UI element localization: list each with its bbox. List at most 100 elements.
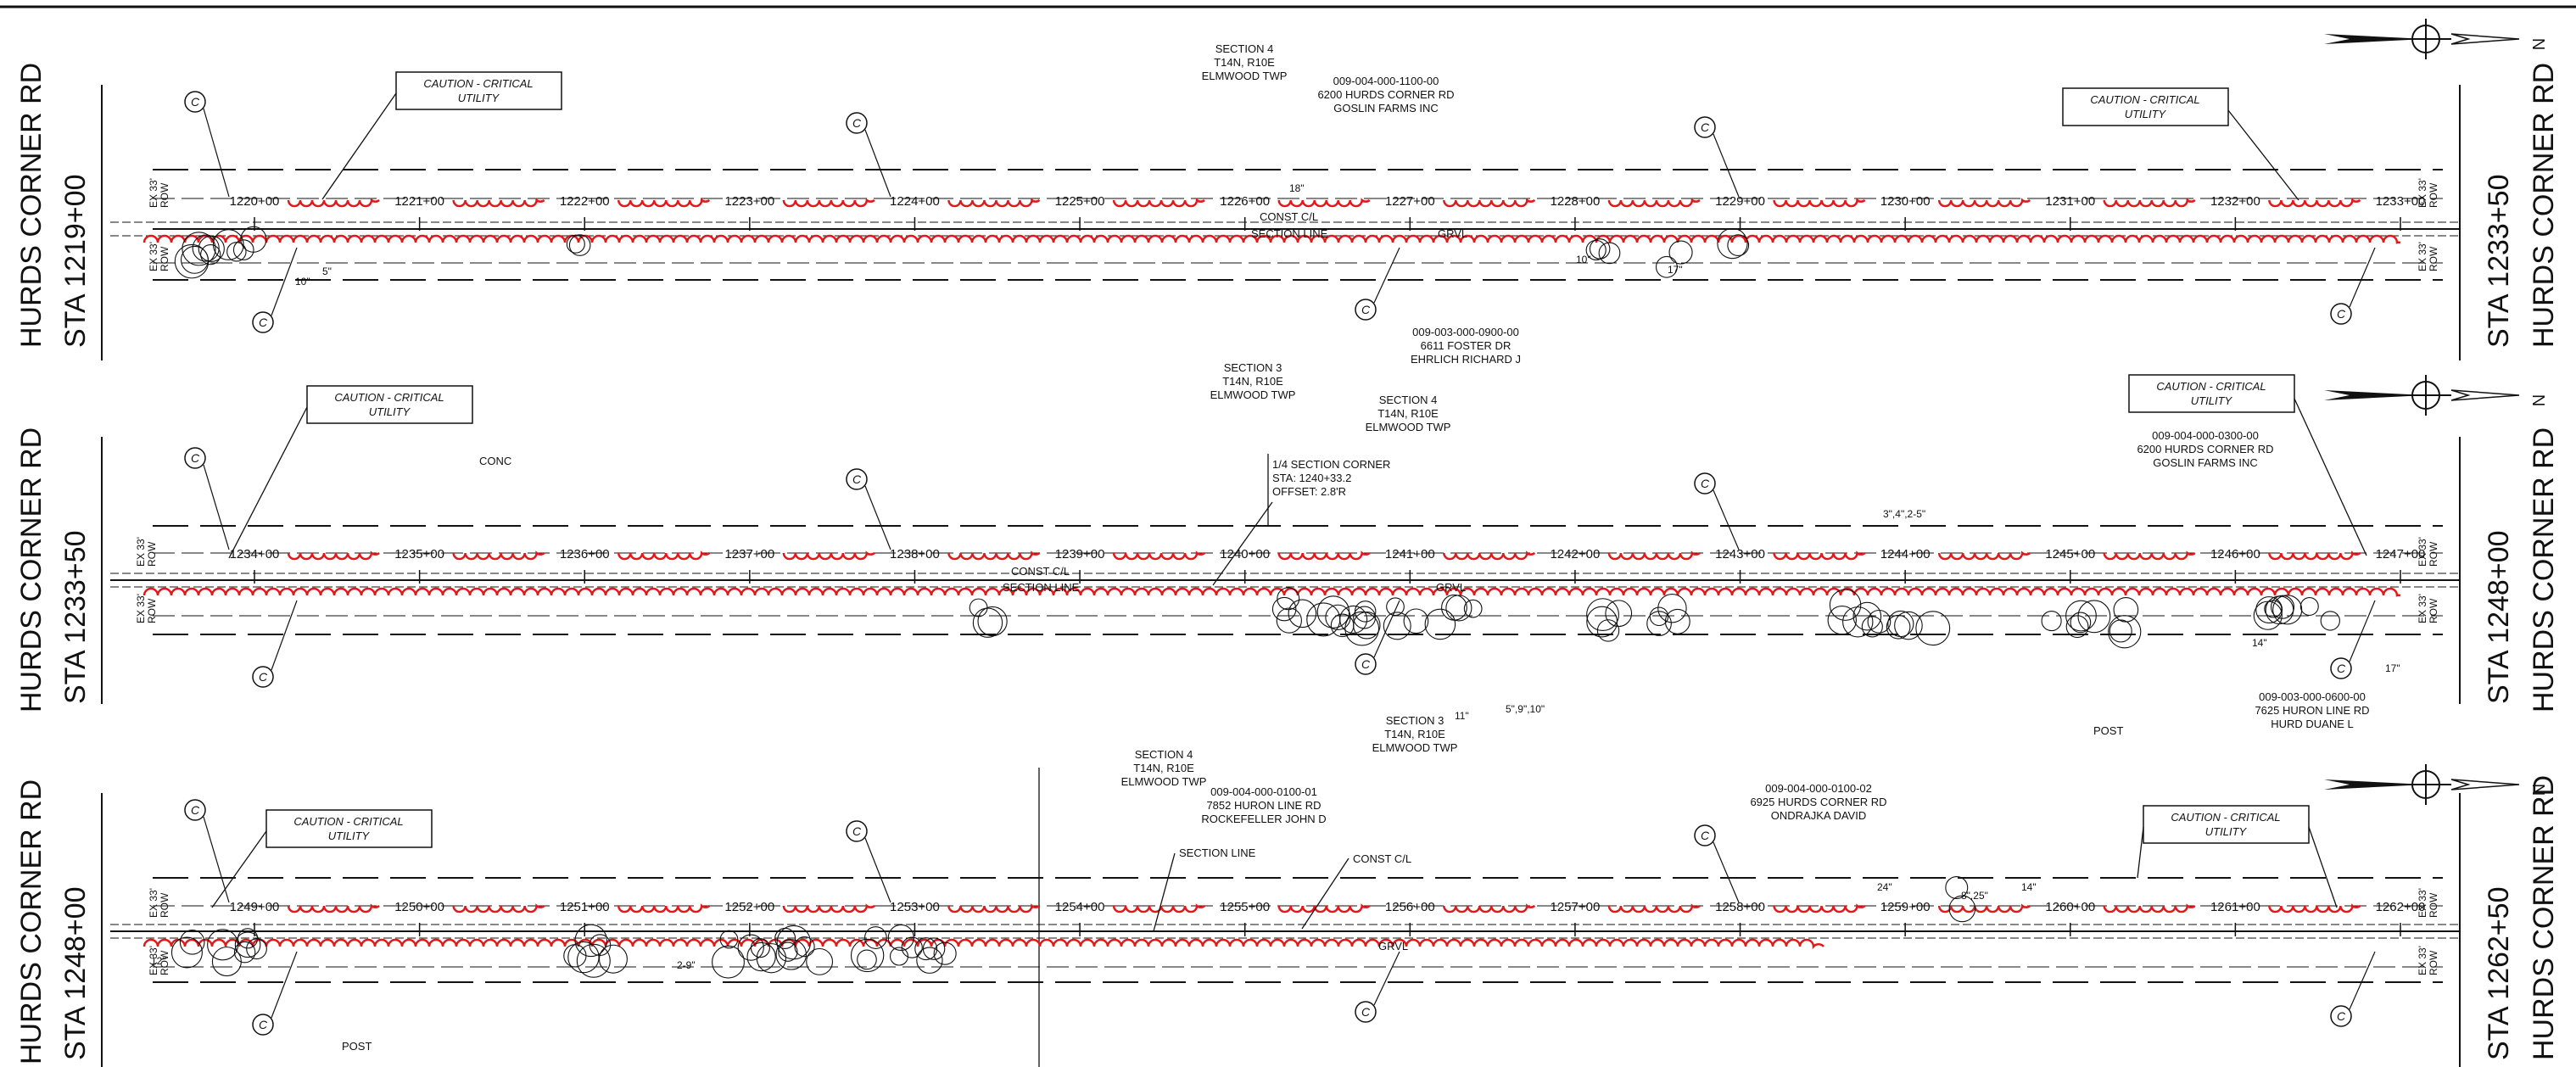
const-cl-label: CONST C/L bbox=[1260, 210, 1318, 223]
tree-circle bbox=[850, 938, 885, 973]
svg-text:UTILITY: UTILITY bbox=[328, 830, 371, 842]
callout-leader bbox=[2349, 600, 2376, 662]
station-left: STA 1248+00 bbox=[59, 887, 92, 1060]
tree-circle bbox=[719, 930, 739, 949]
callout-c-letter: C bbox=[1701, 477, 1710, 490]
callout-c-letter: C bbox=[852, 472, 862, 486]
svg-text:POST: POST bbox=[2093, 724, 2123, 737]
callout-c-icon bbox=[2330, 303, 2352, 325]
tree-circle bbox=[1646, 611, 1672, 636]
section-line-label: SECTION LINE bbox=[1003, 581, 1080, 594]
road-name-right: HURDS CORNER RD bbox=[2528, 775, 2560, 1060]
station-label: 1229+00 bbox=[1715, 194, 1765, 209]
svg-text:ONDRAJKA DAVID: ONDRAJKA DAVID bbox=[1771, 809, 1866, 822]
tree-circle bbox=[182, 232, 216, 266]
tree-circle bbox=[1585, 239, 1607, 260]
tree-circle bbox=[1271, 596, 1297, 622]
tree-circle bbox=[774, 927, 796, 949]
tree-circle bbox=[1887, 610, 1914, 638]
svg-text:EX 33': EX 33' bbox=[2417, 178, 2428, 208]
svg-text:HURD DUANE L: HURD DUANE L bbox=[2271, 718, 2354, 730]
callout-c-icon bbox=[846, 820, 868, 842]
callout-leader bbox=[1373, 951, 1400, 1006]
svg-text:1/4 SECTION CORNER: 1/4 SECTION CORNER bbox=[1272, 458, 1390, 471]
tree-circle bbox=[1861, 616, 1883, 638]
north-arrow-icon: N bbox=[2324, 764, 2549, 805]
station-label: 1237+00 bbox=[724, 547, 774, 561]
svg-text:POST: POST bbox=[342, 1040, 372, 1053]
tree-circle bbox=[1649, 606, 1669, 627]
svg-text:EX 33': EX 33' bbox=[2417, 242, 2428, 271]
callout-c-letter: C bbox=[191, 95, 200, 109]
callout-leader bbox=[271, 951, 298, 1019]
callout-leader bbox=[864, 129, 891, 198]
station-label: 1259+00 bbox=[1880, 900, 1931, 914]
tree-circle bbox=[901, 936, 923, 958]
station-left: STA 1219+00 bbox=[59, 175, 92, 348]
caution-box: CAUTION - CRITICAL UTILITY bbox=[211, 809, 433, 908]
svg-text:EX 33': EX 33' bbox=[148, 178, 159, 208]
callout-leader bbox=[203, 464, 230, 550]
tree-circle bbox=[1948, 895, 1976, 923]
station-label: 1234+00 bbox=[230, 547, 280, 561]
svg-text:CAUTION - CRITICAL: CAUTION - CRITICAL bbox=[2156, 380, 2266, 393]
svg-text:UTILITY: UTILITY bbox=[369, 405, 411, 418]
callout-c-letter: C bbox=[2337, 662, 2346, 675]
svg-text:SECTION 3: SECTION 3 bbox=[1224, 361, 1282, 374]
svg-text:7852 HURON LINE RD: 7852 HURON LINE RD bbox=[1206, 799, 1321, 812]
tree-circle bbox=[969, 598, 988, 617]
svg-text:EX 33': EX 33' bbox=[2417, 946, 2428, 975]
tree-circle bbox=[737, 934, 764, 961]
tree-circle bbox=[1344, 611, 1380, 646]
svg-text:14": 14" bbox=[2021, 881, 2037, 893]
tree-circle bbox=[2077, 600, 2111, 634]
tree-circle bbox=[2265, 595, 2294, 625]
svg-text:ELMWOOD TWP: ELMWOOD TWP bbox=[1366, 421, 1451, 433]
caution-box: CAUTION - CRITICAL UTILITY bbox=[321, 71, 562, 200]
tree-circle bbox=[889, 947, 909, 966]
station-label: 1223+00 bbox=[724, 194, 774, 209]
tree-circle bbox=[1717, 227, 1748, 260]
svg-text:T14N, R10E: T14N, R10E bbox=[1214, 56, 1275, 69]
tree-line-north bbox=[287, 198, 2361, 208]
callout-c-icon bbox=[184, 447, 206, 469]
tree-circle bbox=[1306, 602, 1341, 637]
caution-box: CAUTION - CRITICAL UTILITY bbox=[228, 385, 473, 559]
callout-leader bbox=[1713, 489, 1740, 550]
svg-text:009-003-000-0900-00: 009-003-000-0900-00 bbox=[1412, 326, 1519, 338]
callout-c-letter: C bbox=[1701, 829, 1710, 842]
svg-text:ROW: ROW bbox=[159, 950, 170, 975]
svg-text:7625 HURON LINE RD: 7625 HURON LINE RD bbox=[2255, 704, 2369, 717]
svg-text:N: N bbox=[2530, 38, 2549, 50]
svg-text:24": 24" bbox=[1877, 881, 1892, 893]
callout-c-letter: C bbox=[852, 824, 862, 838]
tree-line-south bbox=[142, 234, 2401, 244]
callout-c-letter: C bbox=[259, 1018, 268, 1031]
tree-circle bbox=[2065, 615, 2089, 639]
tree-circle bbox=[1354, 601, 1377, 623]
svg-text:SECTION 4: SECTION 4 bbox=[1379, 394, 1438, 406]
svg-text:18": 18" bbox=[1289, 182, 1305, 194]
station-label: 1243+00 bbox=[1715, 547, 1765, 561]
station-label: 1260+00 bbox=[2045, 900, 2095, 914]
tree-circle bbox=[232, 239, 254, 260]
station-label: 1242+00 bbox=[1551, 547, 1601, 561]
tree-circle bbox=[794, 936, 815, 958]
road-name-left: HURDS CORNER RD bbox=[15, 427, 47, 712]
svg-text:ROCKEFELLER JOHN D: ROCKEFELLER JOHN D bbox=[1201, 813, 1326, 825]
callout-c-letter: C bbox=[852, 116, 862, 130]
tree-circle bbox=[1727, 234, 1750, 257]
svg-text:N: N bbox=[2530, 784, 2549, 796]
grvl-label: GRVL bbox=[1378, 940, 1408, 952]
station-left: STA 1233+50 bbox=[59, 531, 92, 704]
callout-leader bbox=[2349, 951, 2376, 1010]
tree-circle bbox=[179, 930, 205, 955]
svg-text:EX 33': EX 33' bbox=[135, 594, 147, 623]
svg-text:17": 17" bbox=[1668, 264, 1683, 276]
tree-circle bbox=[574, 924, 607, 958]
tree-circle bbox=[2272, 595, 2303, 625]
svg-text:N: N bbox=[2530, 394, 2549, 406]
